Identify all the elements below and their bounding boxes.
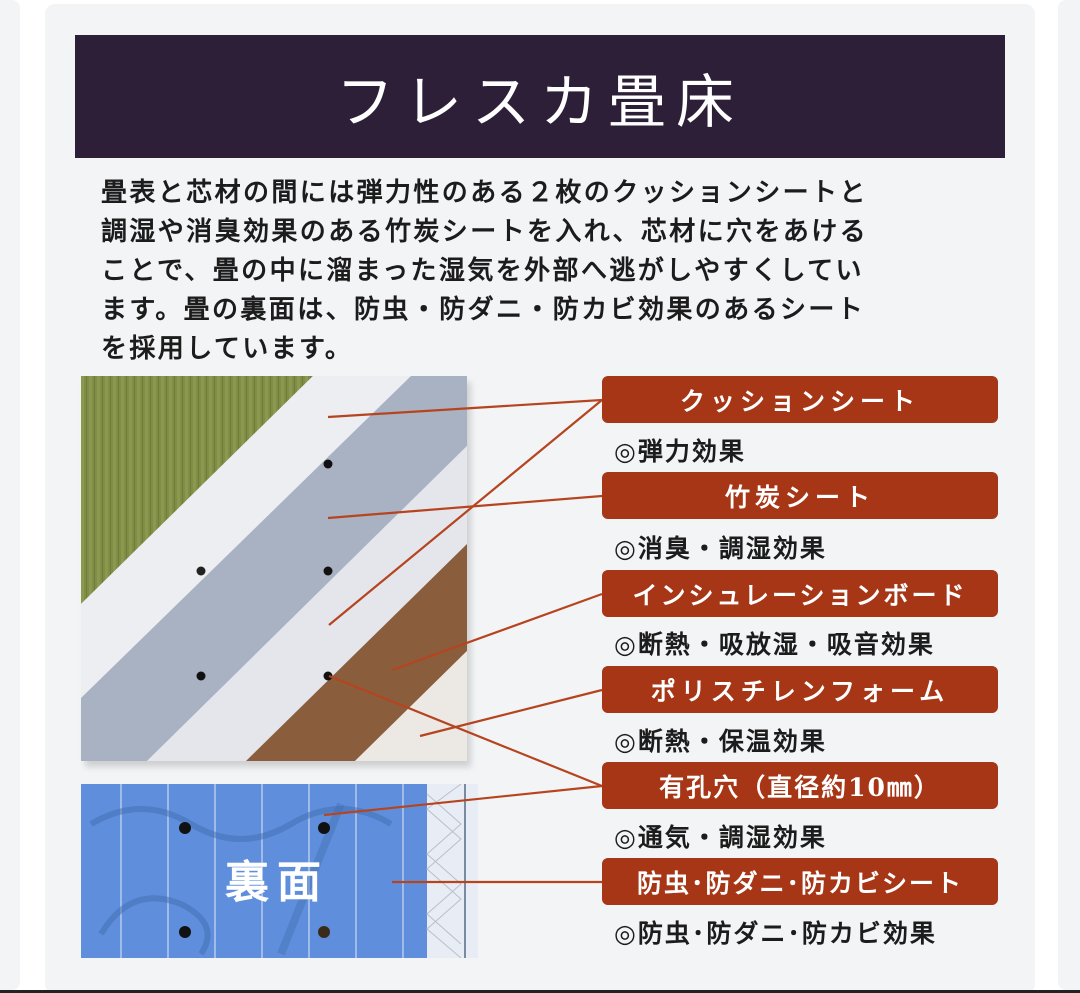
layer-name: クッションシート xyxy=(679,386,920,416)
layer-effect: ◎防虫･防ダニ･防カビ効果 xyxy=(614,919,937,948)
layer-effect: ◎断熱・保温効果 xyxy=(614,727,827,756)
layer-name: ポリスチレンフォーム xyxy=(650,676,950,706)
layer-effect: ◎消臭・調湿効果 xyxy=(614,534,827,563)
cross-section-photo xyxy=(81,376,467,761)
product-description: 畳表と芯材の間には弾力性のある２枚のクッションシートと 調湿や消臭効果のある竹炭… xyxy=(101,174,991,369)
layer-label-cushion-sheet: クッションシート xyxy=(602,376,998,423)
page-title: フレスカ畳床 xyxy=(335,67,744,136)
layer-effect: ◎断熱・吸放湿・吸音効果 xyxy=(614,630,935,659)
back-side-label: 裏面 xyxy=(225,857,329,908)
description-line: を採用しています。 xyxy=(101,334,354,364)
layer-name: 竹炭シート xyxy=(724,482,875,512)
title-banner: フレスカ畳床 xyxy=(75,35,1005,158)
layer-effect: ◎通気・調湿効果 xyxy=(614,823,827,852)
layer-name: 有孔穴（直径約10㎜） xyxy=(659,772,941,802)
tatami-layers-illustration xyxy=(81,376,467,761)
layer-label-insulation-board: インシュレーションボード xyxy=(602,570,998,617)
back-side-photo: 裏面 xyxy=(81,784,478,958)
layer-label-perforated-holes: 有孔穴（直径約10㎜） xyxy=(602,762,998,809)
previous-card-edge xyxy=(0,0,20,990)
layer-label-protective-sheet: 防虫･防ダニ･防カビシート xyxy=(602,858,998,905)
bottom-edge xyxy=(0,990,1080,993)
layer-label-polystyrene-foam: ポリスチレンフォーム xyxy=(602,666,998,713)
layer-name: 防虫･防ダニ･防カビシート xyxy=(636,868,963,898)
description-line: 調湿や消臭効果のある竹炭シートを入れ、芯材に穴をあける xyxy=(101,217,869,247)
description-line: ことで、畳の中に溜まった湿気を外部へ逃がしやすくしてい xyxy=(101,256,864,286)
layer-name: インシュレーションボード xyxy=(632,580,968,610)
description-line: ます。畳の裏面は、防虫・防ダニ・防カビ効果のあるシート xyxy=(101,295,866,325)
description-line: 畳表と芯材の間には弾力性のある２枚のクッションシートと xyxy=(101,178,868,208)
next-card-edge xyxy=(1058,0,1080,990)
layer-effect: ◎弾力効果 xyxy=(614,437,746,466)
layer-label-bamboo-charcoal-sheet: 竹炭シート xyxy=(602,472,998,519)
